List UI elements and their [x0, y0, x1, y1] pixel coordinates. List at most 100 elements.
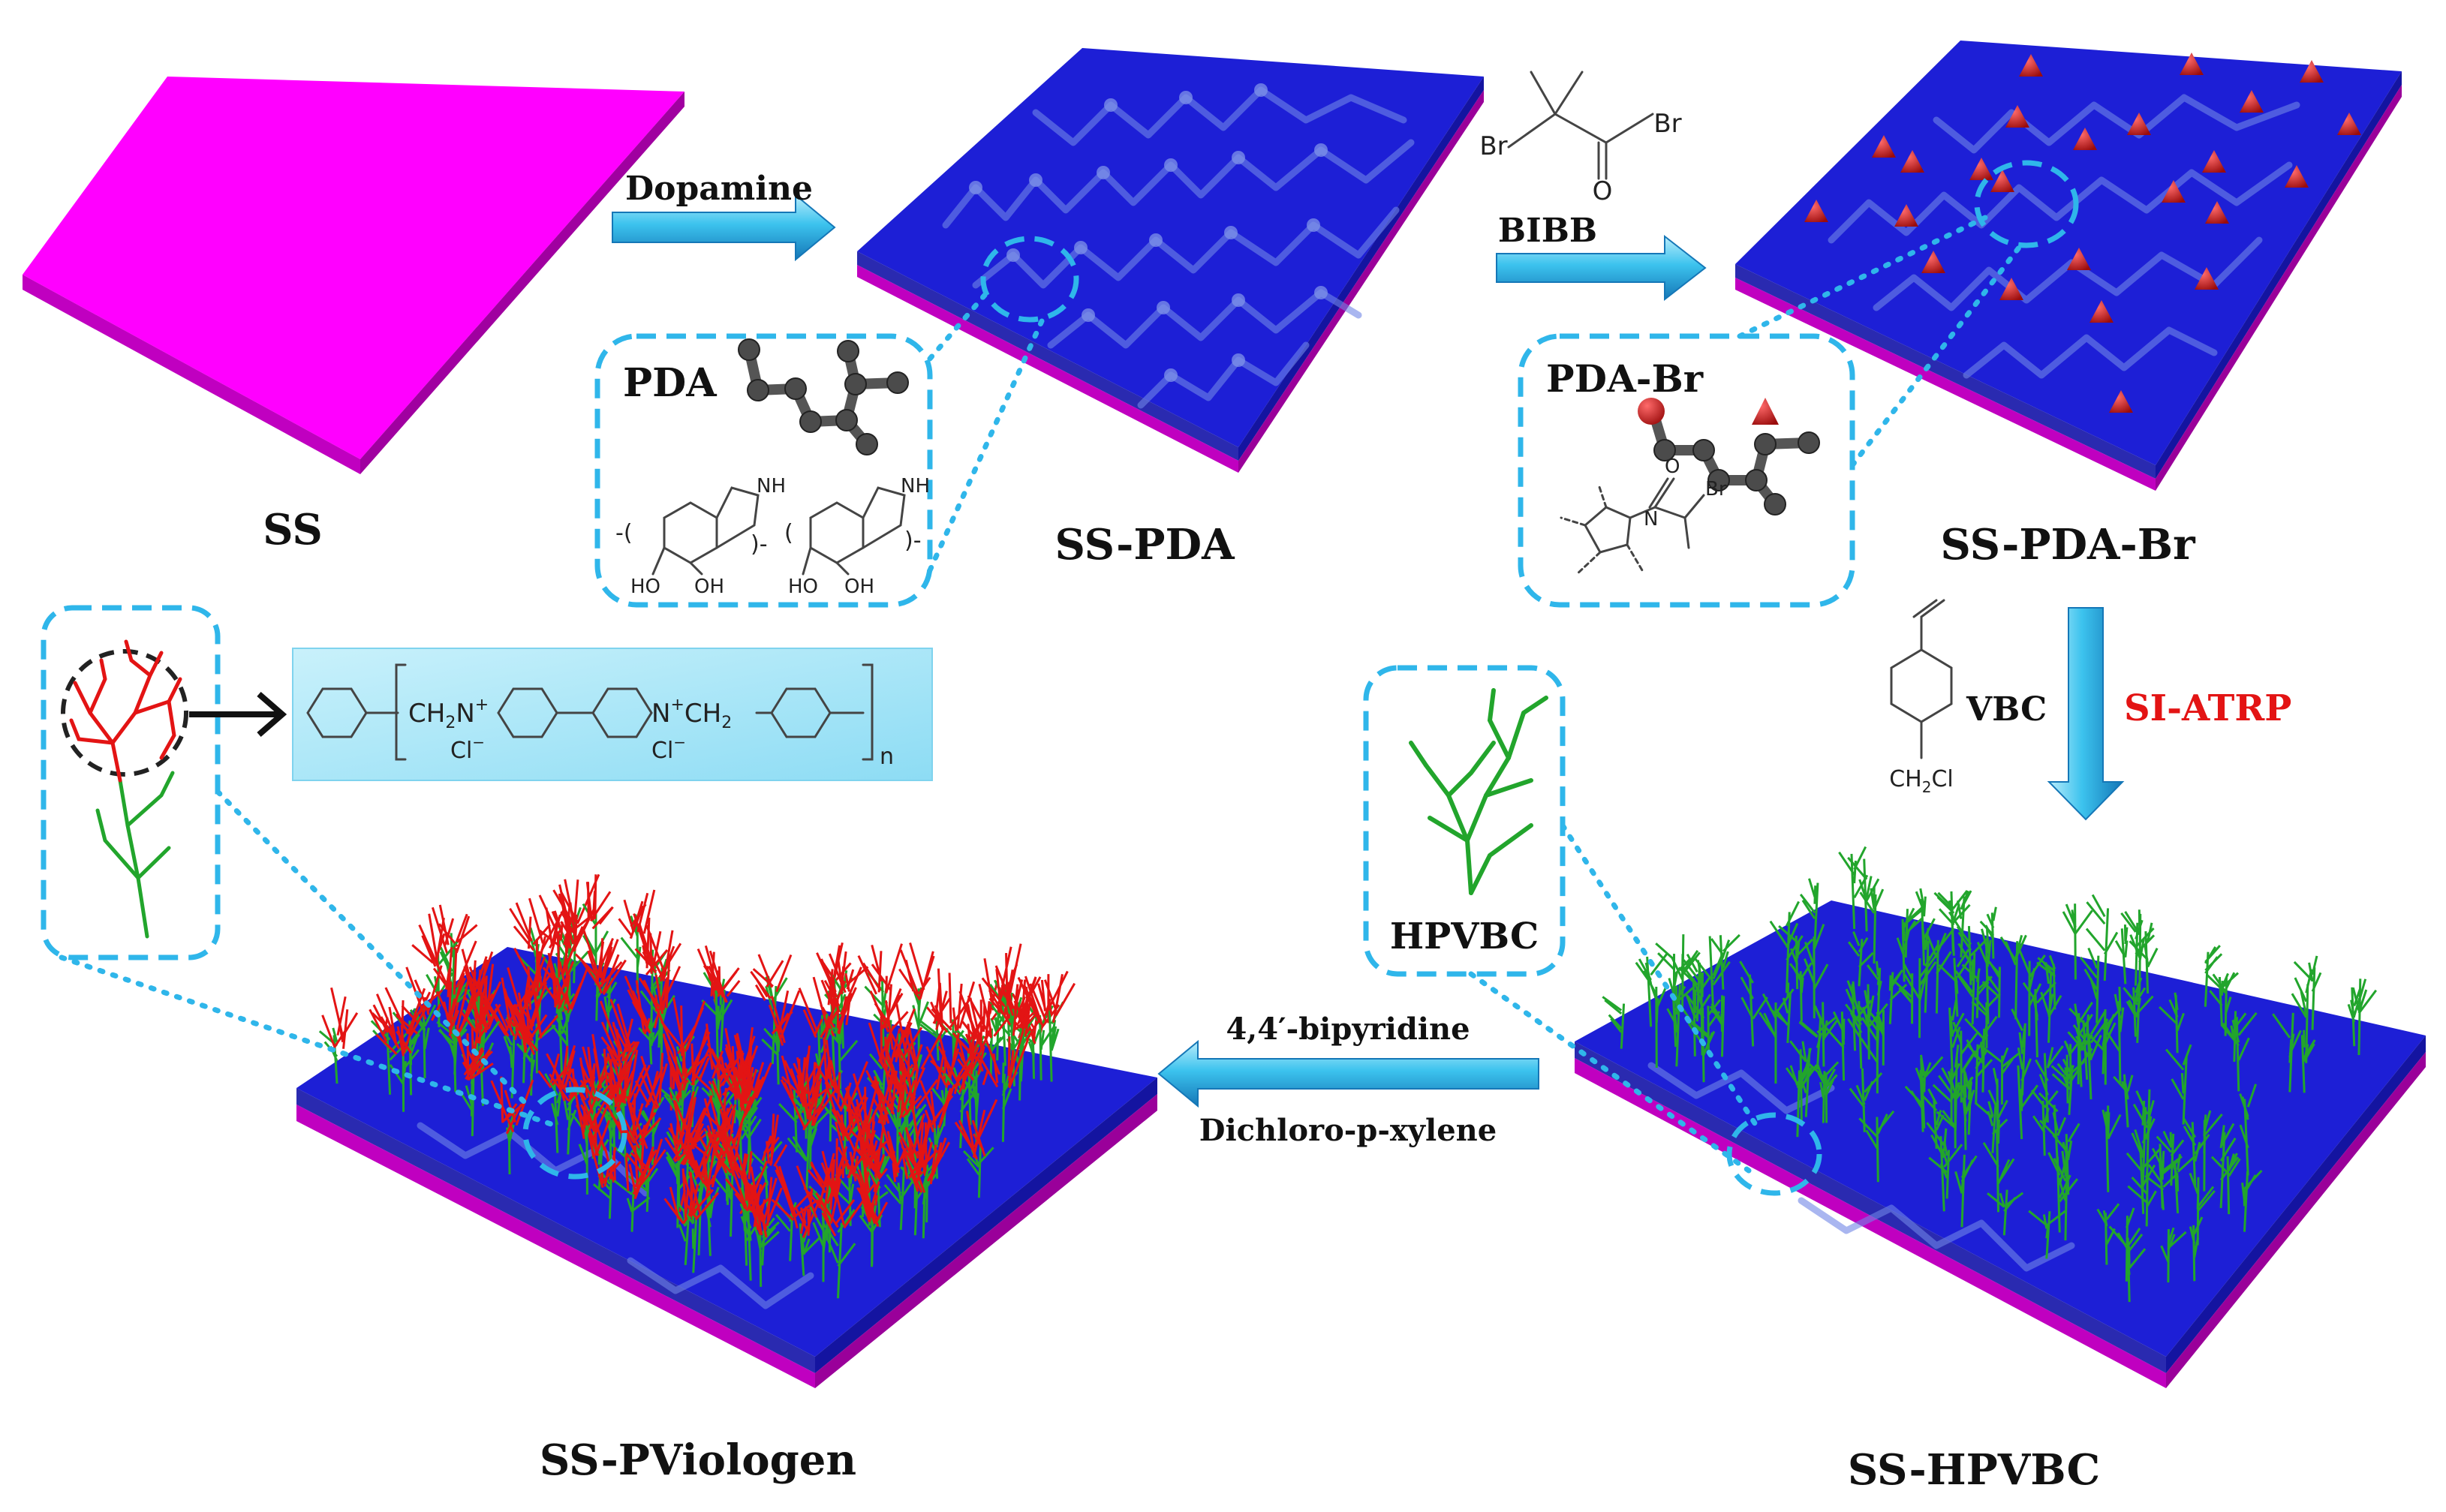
- brush-tip: [925, 972, 976, 1033]
- brush-stem: [1858, 1110, 1895, 1183]
- brush-stem: [2018, 950, 2046, 1036]
- brush-stem: [703, 972, 733, 1064]
- pviologen-formula: CH2N+ Cl− N+CH2 Cl− n: [292, 648, 933, 781]
- brush-stem: [2189, 1216, 2204, 1282]
- hpvbc-brushes: [1602, 846, 2378, 1303]
- brush-stem: [1954, 942, 1976, 1025]
- brush-stem: [2102, 986, 2125, 1083]
- label-bibb: BIBB: [1498, 212, 1597, 250]
- ss-hpvbc-plate: [1575, 846, 2426, 1388]
- brush-stem: [1845, 1000, 1863, 1069]
- brush-stem: [1961, 963, 1993, 1018]
- brush-tip: [855, 1124, 886, 1179]
- brush-tip: [573, 1078, 612, 1139]
- brush-stem: [2035, 1045, 2064, 1123]
- pda-structure-2: NH HO OH ( )-: [784, 475, 930, 598]
- brush-stem: [2051, 1063, 2080, 1115]
- brush-tip: [579, 939, 627, 996]
- brush-tip: [485, 977, 531, 1041]
- brush-tip: [706, 1024, 740, 1082]
- brush-stem: [1739, 960, 1768, 1047]
- brush-stem: [832, 1165, 855, 1226]
- brush-stem: [1789, 1063, 1811, 1138]
- brush-tip: [431, 904, 478, 954]
- brush-stem: [2053, 1150, 2068, 1241]
- brush-stem: [1710, 933, 1740, 990]
- brush-tip: [321, 987, 359, 1050]
- pviologen-highlight-circle: [61, 649, 188, 777]
- brush-stem: [2222, 1012, 2258, 1092]
- brush-tip: [967, 983, 1015, 1042]
- brush-tip: [686, 1098, 737, 1158]
- brush-stem: [1987, 1189, 2024, 1236]
- brush-tip: [981, 943, 1022, 1007]
- pviologen-chain-model: [69, 639, 182, 939]
- brush-stem: [1948, 890, 1972, 958]
- brush-stem: [2117, 1232, 2147, 1303]
- brush-stem: [1999, 934, 2027, 1020]
- brush-tip: [790, 1062, 837, 1122]
- brush-stem: [1904, 1062, 1932, 1132]
- brush-stem: [1798, 1016, 1837, 1070]
- brush-stem: [1602, 996, 1626, 1049]
- brush-stem: [822, 1209, 856, 1299]
- label-ss: SS: [263, 505, 323, 555]
- brush-tip: [621, 1093, 662, 1150]
- brush-tip: [681, 1168, 720, 1221]
- brush-stem: [754, 1213, 771, 1287]
- brush-tip: [880, 1120, 909, 1183]
- brush-stem: [439, 933, 456, 1023]
- brush-stem: [1896, 907, 1915, 982]
- svg-text:Br: Br: [1705, 478, 1727, 500]
- pda-br-inset: PDA-Br N O Br: [1518, 215, 2022, 608]
- pviologen-inset: [41, 605, 558, 1129]
- svg-text:O: O: [1593, 176, 1613, 206]
- brush-tip: [954, 1099, 998, 1160]
- brush-stem: [1938, 948, 1970, 1017]
- brush-stem: [1769, 900, 1804, 993]
- brush-stem: [1789, 962, 1813, 1022]
- brush-stem: [2156, 1130, 2185, 1186]
- brush-tip: [869, 984, 909, 1033]
- brush-stem: [2165, 1044, 2192, 1125]
- brush-tip: [750, 954, 793, 1001]
- brush-stem: [2096, 1203, 2120, 1265]
- brush-stem: [2114, 924, 2129, 984]
- brush-stem: [2038, 1092, 2067, 1166]
- brush-tip: [815, 1179, 866, 1237]
- brush-tip: [547, 960, 575, 1010]
- brush-stem: [1642, 970, 1668, 1069]
- brush-tip: [687, 1136, 733, 1198]
- arrow-dopamine: [612, 193, 836, 262]
- brush-tip: [703, 1080, 734, 1144]
- brush-tip: [868, 1016, 901, 1074]
- label-si-atrp: SI-ATRP: [2124, 687, 2291, 729]
- brush-tip: [930, 968, 951, 1030]
- brush-stem: [1982, 1046, 2021, 1105]
- brush-stem: [389, 1033, 420, 1112]
- label-ss-pda-br: SS-PDA-Br: [1940, 520, 2196, 570]
- svg-text:NH: NH: [901, 475, 930, 497]
- brush-stem: [638, 1096, 665, 1165]
- svg-text:HO: HO: [788, 576, 818, 598]
- brush-stem: [2062, 903, 2093, 980]
- brush-tip: [814, 1037, 839, 1094]
- brush-stem: [2206, 972, 2236, 1036]
- pda-structure-1: NH HO OH -( )-: [615, 475, 786, 598]
- ss-substrate: [23, 77, 684, 474]
- brush-stem: [438, 1019, 470, 1093]
- brush-stem: [898, 1054, 923, 1148]
- brush-tip: [771, 1165, 819, 1222]
- brush-tip: [976, 1030, 1030, 1089]
- pda-ball-stick-model: [738, 338, 909, 455]
- svg-text:Cl−: Cl−: [651, 733, 686, 764]
- brush-stem: [1979, 906, 1997, 959]
- brush-stem: [1769, 982, 1792, 1044]
- brush-stem: [1981, 957, 2001, 1018]
- brush-stem: [1974, 1101, 2008, 1153]
- svg-text:(: (: [784, 520, 793, 546]
- brush-stem: [960, 1057, 979, 1146]
- brush-stem: [701, 1177, 720, 1256]
- brush-stem: [2293, 955, 2322, 1030]
